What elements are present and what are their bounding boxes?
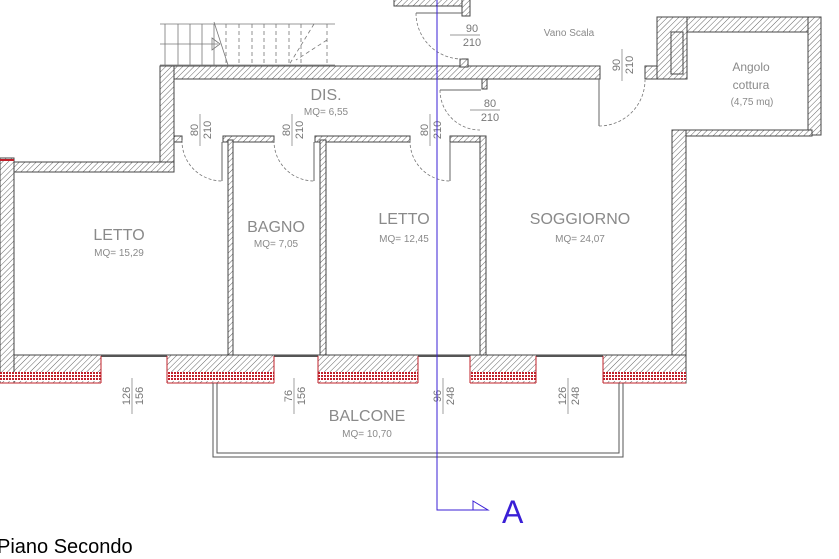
room-letto-1: LETTO MQ= 15,29 [93, 227, 144, 259]
svg-text:80: 80 [189, 124, 201, 136]
room-area: MQ= 6,55 [304, 107, 349, 118]
facade [0, 159, 686, 384]
svg-text:126: 126 [121, 387, 133, 405]
room-name: DIS. [310, 87, 341, 104]
drawing-title: Piano Secondo [0, 536, 133, 558]
svg-text:156: 156 [296, 387, 308, 405]
svg-text:90: 90 [466, 23, 478, 35]
svg-text:80: 80 [484, 98, 496, 110]
room-letto-2: LETTO MQ= 12,45 [378, 211, 429, 245]
svg-text:76: 76 [283, 390, 295, 402]
balcony-outline [212, 383, 624, 458]
room-dis: DIS. MQ= 6,55 [304, 87, 349, 118]
svg-text:156: 156 [134, 387, 146, 405]
svg-text:248: 248 [445, 387, 457, 405]
room-name-line2: cottura [733, 78, 770, 92]
room-area: MQ= 24,07 [555, 234, 605, 245]
svg-text:210: 210 [624, 56, 636, 74]
room-name-line1: Angolo [732, 60, 770, 74]
room-angolo-cottura: Angolo cottura (4,75 mq) [731, 60, 774, 108]
svg-text:248: 248 [570, 387, 582, 405]
svg-text:90: 90 [611, 59, 623, 71]
room-balcone: BALCONE MQ= 10,70 [329, 408, 405, 440]
room-name: SOGGIORNO [530, 211, 630, 228]
window-3 [417, 355, 471, 384]
staircase [160, 21, 335, 66]
room-vano-scala: Vano Scala [544, 28, 595, 39]
room-area: MQ= 10,70 [342, 429, 392, 440]
room-area: MQ= 7,05 [254, 239, 299, 250]
room-area: (4,75 mq) [731, 97, 774, 108]
door-swings [181, 12, 646, 182]
room-name: BAGNO [247, 219, 305, 236]
windows [100, 355, 604, 384]
window-1 [100, 355, 168, 384]
section-label: A [502, 494, 524, 530]
svg-text:80: 80 [419, 124, 431, 136]
svg-text:210: 210 [294, 121, 306, 139]
window-2 [273, 355, 319, 384]
svg-text:80: 80 [281, 124, 293, 136]
section-line-a: A [436, 0, 524, 530]
svg-text:210: 210 [432, 121, 444, 139]
svg-text:210: 210 [202, 121, 214, 139]
walls [0, 0, 822, 384]
room-name: LETTO [378, 211, 429, 228]
svg-text:126: 126 [557, 387, 569, 405]
room-bagno: BAGNO MQ= 7,05 [247, 219, 305, 250]
room-name: BALCONE [329, 408, 405, 425]
room-soggiorno: SOGGIORNO MQ= 24,07 [530, 211, 630, 245]
svg-text:96: 96 [432, 390, 444, 402]
room-name: LETTO [93, 227, 144, 244]
room-area: MQ= 12,45 [379, 234, 429, 245]
svg-text:210: 210 [463, 37, 481, 49]
room-area: MQ= 15,29 [94, 248, 144, 259]
window-4 [535, 355, 604, 384]
svg-text:210: 210 [481, 112, 499, 124]
